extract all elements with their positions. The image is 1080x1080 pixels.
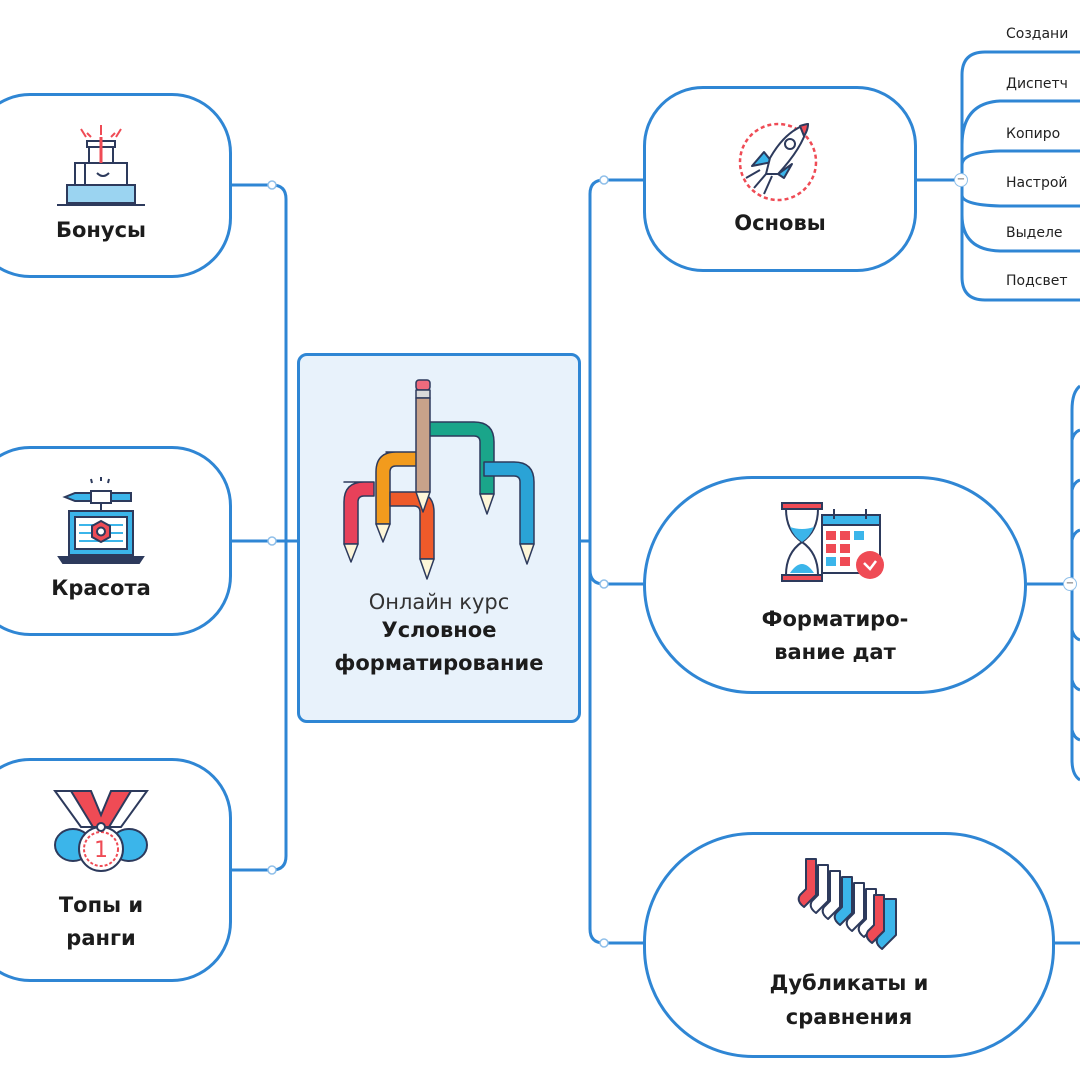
node-bonuses-label: Бонусы [55,217,147,242]
node-beauty[interactable]: Красота [0,446,232,636]
central-subtitle: Онлайн курс [368,590,510,614]
connector-dot [599,579,609,589]
node-tops[interactable]: 1 Топы и ранги [0,758,232,982]
connector-dot [267,865,277,875]
node-duplicates-label-line1: Дубликаты и [769,971,929,996]
connector-dot [267,536,277,546]
subtopic-item[interactable]: Диспетч [1006,76,1068,92]
node-duplicates-label-line2: сравнения [785,1005,913,1029]
branching-pencils-icon [343,379,535,580]
connector-dot [267,180,277,190]
left-trunk-line [232,183,288,872]
subtopic-item[interactable]: Настрой [1006,175,1068,191]
central-title-line2: форматирование [334,650,544,675]
socks-icon [797,858,897,951]
right-trunk-line [588,178,643,945]
subtopic-item[interactable]: Выделе [1006,225,1063,241]
node-basics[interactable]: Основы [643,86,917,272]
right-branch-dates [588,569,643,586]
svg-text:1: 1 [94,838,108,863]
node-date-formatting-label-line1: Форматиро- [761,607,909,632]
node-duplicates[interactable]: Дубликаты и сравнения [643,832,1055,1058]
subtopic-item[interactable]: Подсвет [1006,273,1068,289]
connector-dot [599,938,609,948]
node-basics-label: Основы [734,211,826,236]
subtopic-item[interactable]: Копиро [1006,126,1061,142]
gift-boxes-icon [57,124,145,206]
node-tops-label-line2: ранги [66,926,136,950]
node-beauty-label: Красота [51,576,151,601]
hourglass-calendar-icon [781,502,884,583]
node-date-formatting-label-line2: вание дат [774,640,896,664]
node-bonuses[interactable]: Бонусы [0,93,232,278]
rocket-icon [738,122,818,202]
subtopic-item[interactable]: Создани [1006,26,1069,42]
node-tops-label-line1: Топы и [58,893,144,918]
central-topic[interactable]: Онлайн курс Условное форматирование [297,353,581,723]
collapse-osnovy-button[interactable]: − [954,173,968,187]
central-title-line1: Условное [381,618,497,642]
laptop-design-icon [57,477,145,565]
medal-icon: 1 [53,790,149,873]
collapse-dates-button[interactable]: − [1063,577,1077,591]
node-date-formatting[interactable]: Форматиро- вание дат [643,476,1027,694]
connector-dot [599,175,609,185]
